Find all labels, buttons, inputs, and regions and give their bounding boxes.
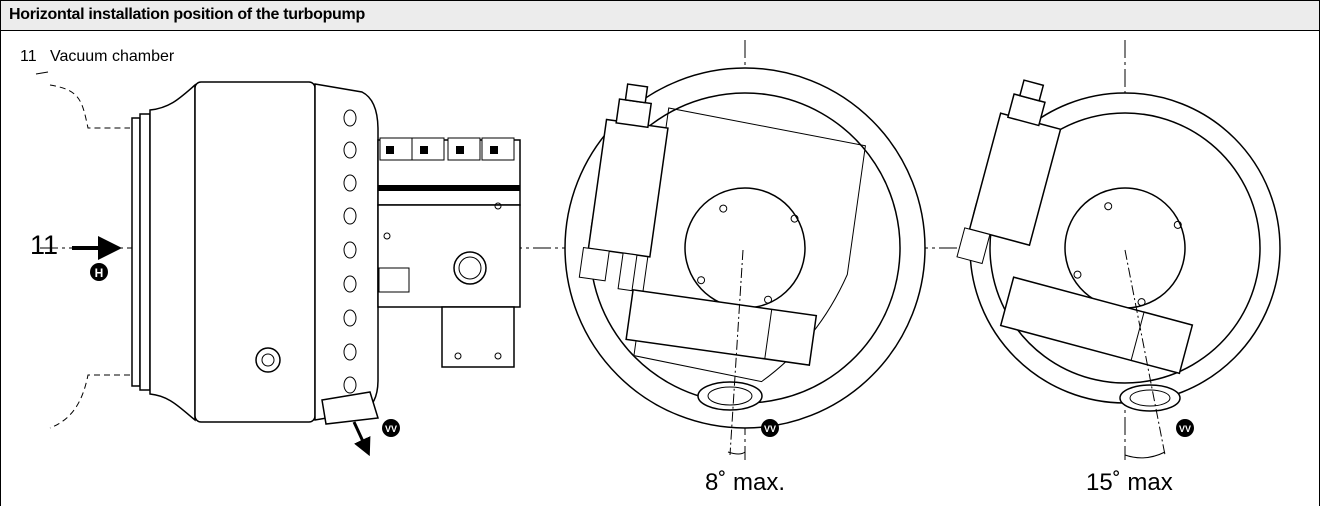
drive-cover bbox=[378, 267, 410, 293]
front-view-15: VV bbox=[956, 40, 1281, 460]
backing-pump-interface bbox=[441, 306, 515, 368]
inlet-marker-label: H bbox=[95, 266, 104, 280]
front-view-8: VV bbox=[564, 40, 926, 460]
tilt-angle-label-15: 15˚ max bbox=[1086, 469, 1173, 496]
tilt-angle-label-8: 8˚ max. bbox=[705, 469, 786, 496]
tilt-arc bbox=[1124, 451, 1166, 459]
vacuum-chamber-outline-top bbox=[49, 84, 130, 129]
vent-marker-label: VV bbox=[1179, 424, 1191, 434]
lower-housing bbox=[999, 276, 1194, 375]
vent-marker-label: VV bbox=[385, 424, 397, 434]
legend-label: Vacuum chamber bbox=[50, 48, 175, 65]
cooling-slots bbox=[343, 109, 357, 394]
legend-item-vacuum-chamber: 11 Vacuum chamber bbox=[20, 48, 174, 66]
lower-housing bbox=[625, 288, 818, 366]
callout-item-number: 11 bbox=[30, 230, 59, 260]
tilt-axis bbox=[729, 249, 744, 456]
vacuum-chamber-outline-bottom bbox=[49, 374, 130, 429]
vent-marker-label: VV bbox=[764, 424, 776, 434]
tilt-axis bbox=[1124, 249, 1166, 456]
connectors bbox=[379, 137, 515, 161]
inlet-flange-ring bbox=[139, 113, 151, 391]
pump-body bbox=[194, 81, 316, 423]
vent-marker bbox=[1176, 419, 1194, 437]
inlet-flange bbox=[131, 117, 141, 387]
vent-port bbox=[1119, 384, 1181, 412]
vent-marker bbox=[761, 419, 779, 437]
pump-rear-housing bbox=[314, 83, 379, 421]
vent-port bbox=[321, 391, 379, 425]
vent-port bbox=[697, 381, 763, 411]
vent-screw bbox=[255, 347, 281, 373]
figure-header: Horizontal installation position of the … bbox=[1, 1, 1319, 31]
leader-line bbox=[35, 71, 49, 75]
inlet-marker bbox=[90, 263, 108, 281]
pump-neck bbox=[149, 83, 196, 422]
drive-unit-band bbox=[378, 185, 520, 191]
side-view: H VV bbox=[35, 71, 521, 457]
tilt-arc bbox=[727, 451, 746, 455]
vent-arrow bbox=[352, 421, 371, 457]
figure-title: Horizontal installation position of the … bbox=[9, 6, 365, 23]
legend-number: 11 bbox=[20, 48, 37, 65]
vent-marker bbox=[382, 419, 400, 437]
